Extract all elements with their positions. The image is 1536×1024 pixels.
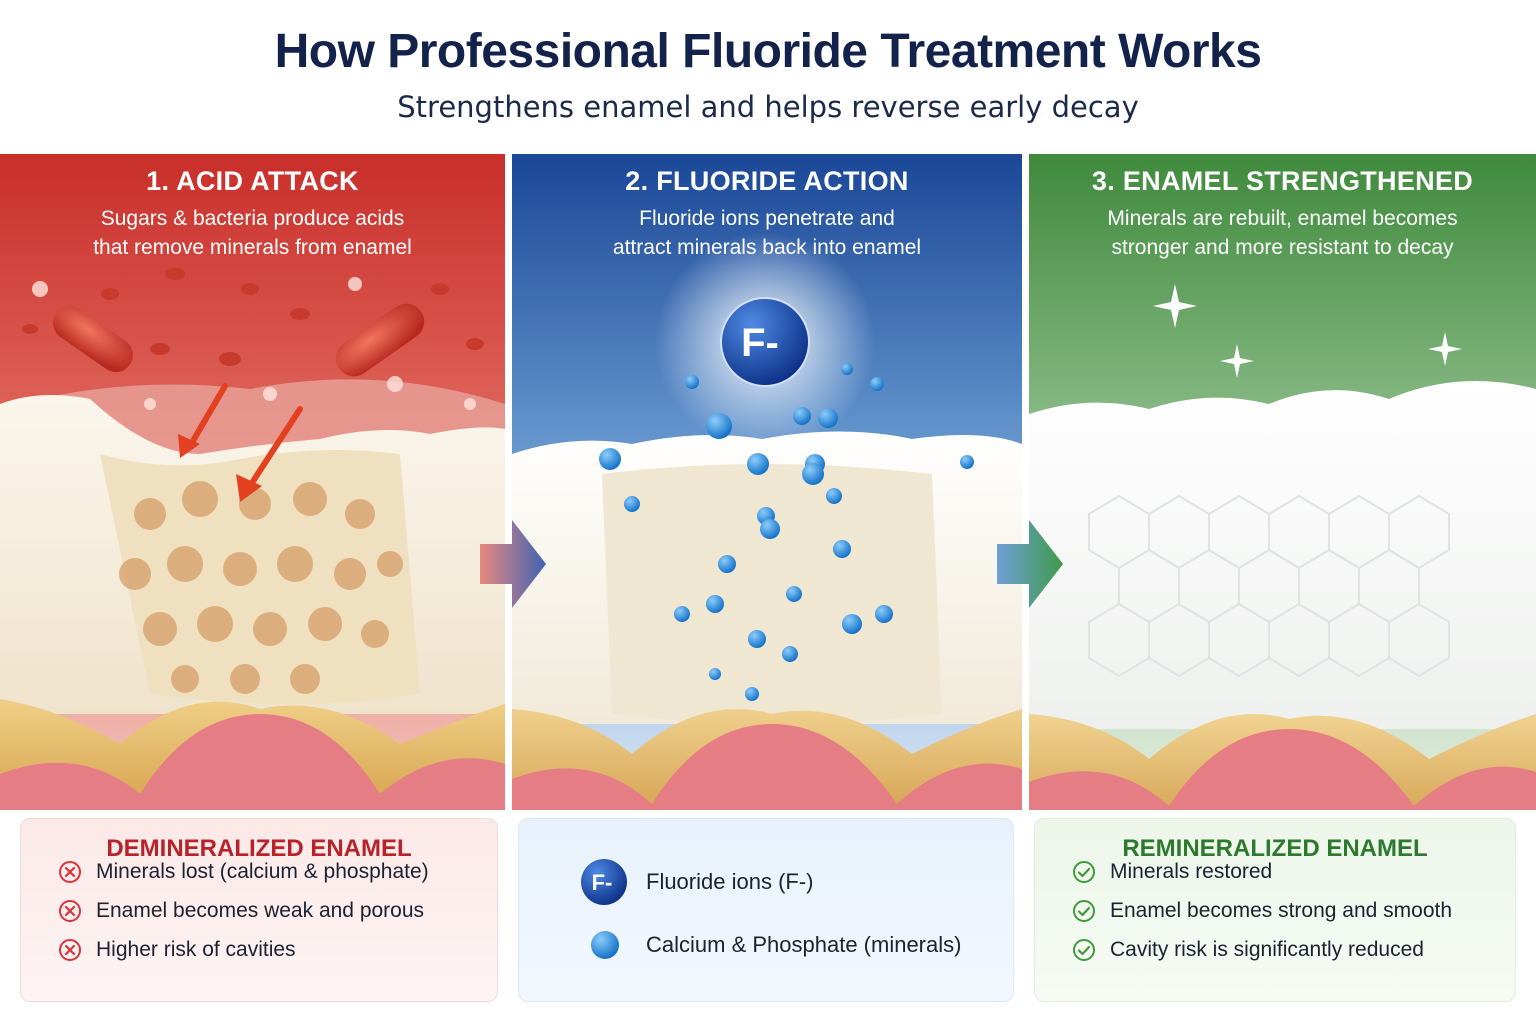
card-title: REMINERALIZED ENAMEL (1122, 835, 1428, 862)
list-item-text: Enamel becomes strong and smooth (1110, 899, 1453, 922)
acid-attack-illustration (0, 154, 505, 810)
list-item-text: Enamel becomes weak and porous (96, 899, 425, 922)
legend-label: Fluoride ions (F-) (646, 869, 814, 894)
arrow-right-icon (997, 520, 1063, 608)
mineral-ion-icon (591, 931, 619, 959)
x-circle-icon (59, 861, 81, 883)
acid-bubbles (32, 277, 476, 410)
panel-description-line: attract minerals back into enamel (612, 236, 922, 259)
legend-item-fluoride: F- Fluoride ions (F-) (580, 858, 813, 906)
enamel-hex-pattern (1088, 494, 1450, 678)
acid-arrow-icon (187, 383, 303, 492)
enamel-strengthened-illustration (1029, 154, 1536, 810)
check-circle-icon (1073, 900, 1095, 922)
panel-description: Sugars & bacteria produce acids that rem… (20, 204, 485, 262)
panel-fluoride-action: F- 2. FLUORIDE ACTION Fluoride ions pene… (512, 154, 1022, 810)
list-item-text: Minerals lost (calcium & phosphate) (96, 860, 429, 883)
list-item: Minerals restored (1072, 857, 1272, 887)
sparkle-icon (1153, 284, 1462, 378)
fluoride-ion-label: F- (741, 321, 779, 365)
card-demineralized-enamel: DEMINERALIZED ENAMEL (20, 818, 498, 1002)
fluoride-action-illustration: F- (512, 154, 1022, 810)
list-item-text: Cavity risk is significantly reduced (1110, 938, 1424, 961)
header: How Professional Fluoride Treatment Work… (0, 0, 1536, 150)
list-item-text: Minerals restored (1110, 860, 1273, 883)
page-title: How Professional Fluoride Treatment Work… (274, 25, 1262, 78)
panel-title: 2. FLUORIDE ACTION (625, 166, 909, 196)
panel-description-line: Fluoride ions penetrate and (639, 207, 895, 230)
fluoride-ion-icon: F- (581, 859, 627, 905)
check-circle-icon (1073, 861, 1095, 883)
panel-description: Fluoride ions penetrate and attract mine… (532, 204, 1002, 262)
panel-enamel-strengthened: 3. ENAMEL STRENGTHENED Minerals are rebu… (1029, 154, 1536, 810)
list-item-text: Higher risk of cavities (96, 938, 296, 961)
card-title: DEMINERALIZED ENAMEL (106, 835, 412, 862)
panel-description-line: Minerals are rebuilt, enamel becomes (1107, 207, 1458, 230)
fluoride-badge-label: F- (592, 870, 613, 895)
fluoride-ion-icon: F- (720, 297, 810, 387)
enamel-pores (119, 481, 403, 694)
page-subtitle: Strengthens enamel and helps reverse ear… (397, 90, 1139, 124)
legend-label: Calcium & Phosphate (minerals) (646, 932, 962, 957)
list-item: Higher risk of cavities (58, 935, 296, 965)
list-item: Enamel becomes strong and smooth (1072, 896, 1452, 926)
x-circle-icon (59, 939, 81, 961)
x-circle-icon (59, 900, 81, 922)
list-item: Enamel becomes weak and porous (58, 896, 424, 926)
card-legend (518, 818, 1014, 1002)
panel-acid-attack: 1. ACID ATTACK Sugars & bacteria produce… (0, 154, 505, 810)
panel-description-line: that remove minerals from enamel (93, 236, 412, 259)
panel-title: 1. ACID ATTACK (146, 166, 359, 196)
mineral-ions (599, 363, 974, 701)
arrow-right-icon (480, 520, 546, 608)
card-remineralized-enamel: REMINERALIZED ENAMEL (1034, 818, 1516, 1002)
legend-item-minerals: Calcium & Phosphate (minerals) (590, 930, 961, 960)
panel-title: 3. ENAMEL STRENGTHENED (1091, 166, 1474, 196)
list-item: Minerals lost (calcium & phosphate) (58, 857, 429, 887)
panel-description-line: stronger and more resistant to decay (1111, 236, 1454, 259)
panel-description-line: Sugars & bacteria produce acids (100, 207, 405, 230)
list-item: Cavity risk is significantly reduced (1072, 935, 1424, 965)
panel-description: Minerals are rebuilt, enamel becomes str… (1049, 204, 1516, 262)
bacteria-icon (22, 268, 484, 377)
check-circle-icon (1073, 939, 1095, 961)
